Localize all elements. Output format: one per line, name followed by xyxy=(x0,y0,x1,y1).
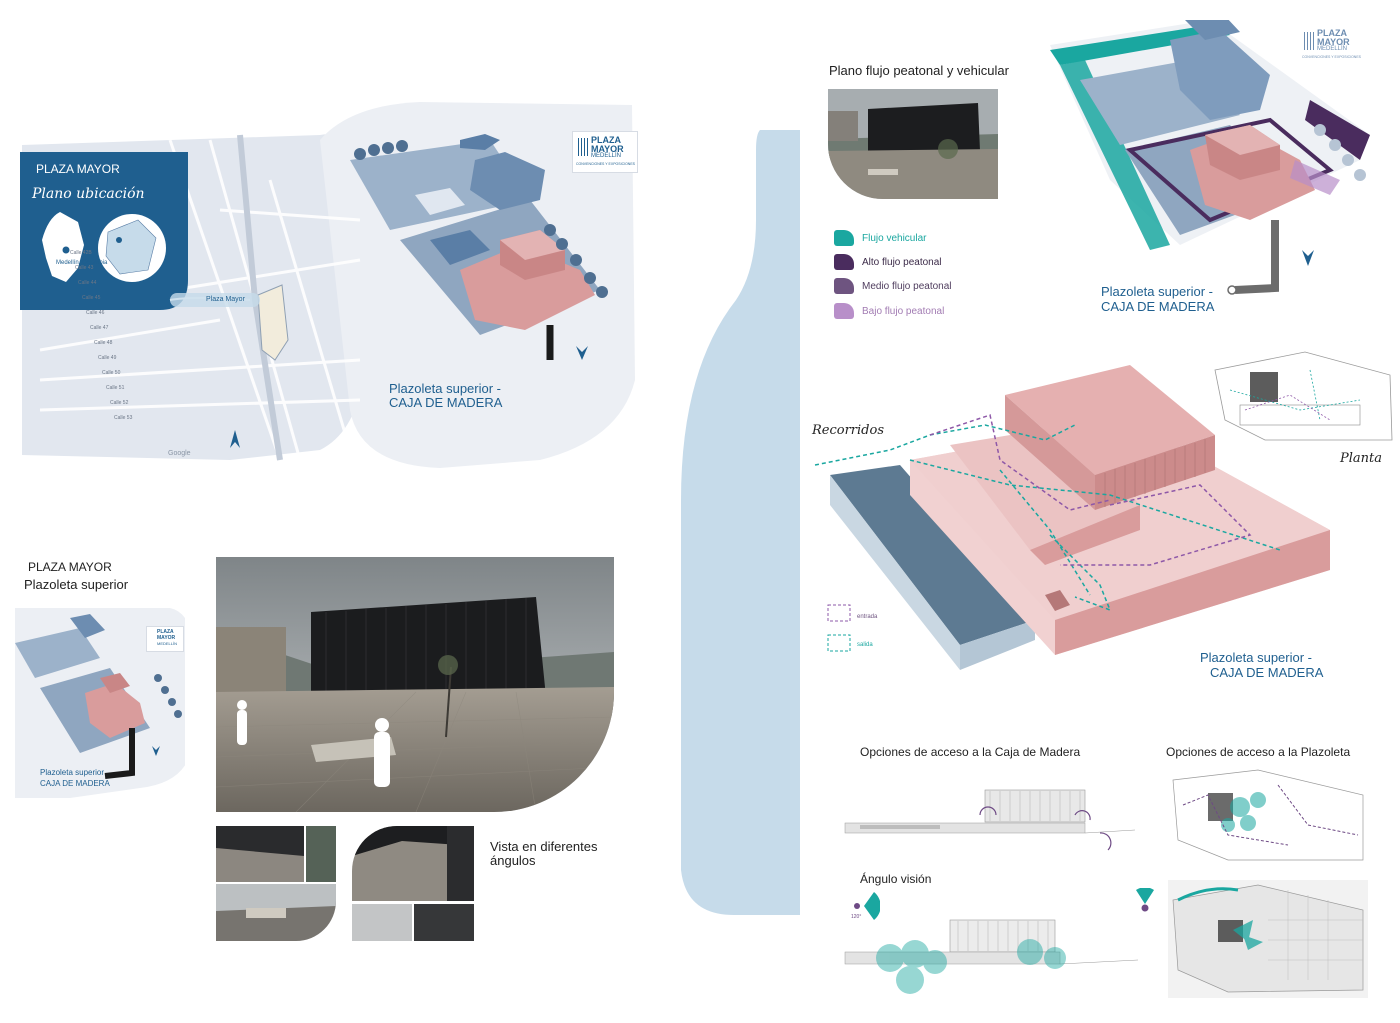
plan-label: Planta xyxy=(1340,451,1383,466)
iso-callout-line1: Plazoleta superior - xyxy=(1200,650,1312,665)
google-attribution: Google xyxy=(168,450,191,457)
logo-lines-icon xyxy=(578,138,588,156)
vision-angle-icon-right xyxy=(1136,888,1154,912)
flow-callout-line1: Plazoleta superior - xyxy=(1101,284,1213,299)
legend-swatch-medium xyxy=(834,278,854,294)
plazoleta-title2: Plazoleta superior xyxy=(24,577,129,592)
access-plazoleta-title: Opciones de acceso a la Plazoleta xyxy=(1166,745,1351,759)
routes-legend-exit: salida xyxy=(857,642,873,648)
map-street-label: Calle 45 xyxy=(82,295,101,301)
caja-section-elevation xyxy=(844,789,1135,851)
legend-swatch-high xyxy=(834,254,854,270)
angle-photo-collage-1 xyxy=(216,826,336,941)
access-caja-title: Opciones de acceso a la Caja de Madera xyxy=(860,745,1081,759)
map-street-label: Calle 50 xyxy=(102,370,121,376)
plazoleta-access-plan xyxy=(1172,769,1364,861)
logo-plaza-mayor-small: PLAZA MAYOR MEDELLÍN xyxy=(146,626,184,652)
main-plaza-photo xyxy=(216,557,614,812)
logo-flow-line3: MEDELLÍN xyxy=(1317,46,1348,52)
map-street-label: Calle 52 xyxy=(110,400,129,406)
views-caption-line1: Vista en diferentes xyxy=(490,839,598,854)
main-callout-line1: Plazoleta superior - xyxy=(389,381,501,396)
logo-line1: PLAZA xyxy=(591,135,621,145)
map-street-label: Calle 47 xyxy=(90,325,109,331)
map-street-label: Calle 48 xyxy=(94,340,113,346)
map-street-label: Calle 49 xyxy=(98,355,117,361)
routes-legend-entry: entrada xyxy=(857,614,878,620)
angle-collage-2-art xyxy=(352,826,474,941)
angle-title: Ángulo visión xyxy=(860,872,932,886)
map-street-label: Calle 53 xyxy=(114,415,133,421)
angle-value: 120° xyxy=(851,914,862,920)
flow-photo-art xyxy=(828,89,998,199)
angle-section-elevation xyxy=(844,919,1139,994)
map-street-label: Calle 51 xyxy=(106,385,125,391)
map-street-label: Calle 46 xyxy=(86,310,105,316)
main-callout-line2: CAJA DE MADERA xyxy=(389,395,503,410)
isometric-site-model xyxy=(350,134,608,360)
angle-photo-collage-2 xyxy=(352,826,474,941)
main-plaza-photo-art xyxy=(216,557,614,812)
site-plan-drawing xyxy=(1214,351,1393,441)
location-subtitle: Plano ubicación xyxy=(32,186,145,202)
logo-tagline: CONVENCIONES Y EXPOSICIONES xyxy=(576,162,635,166)
views-caption-line2: ángulos xyxy=(490,853,536,868)
logo-flow-lines-icon xyxy=(1304,32,1314,50)
legend-label-high: Alto flujo peatonal xyxy=(862,257,942,268)
logo-small-line1: PLAZA xyxy=(157,629,174,635)
flow-site-model xyxy=(1050,20,1370,295)
plazoleta-title1: PLAZA MAYOR xyxy=(28,560,112,574)
bottle-divider-shape xyxy=(681,130,800,915)
logo-small-line3: MEDELLÍN xyxy=(157,641,178,646)
iso-callout-line2: CAJA DE MADERA xyxy=(1210,665,1324,680)
logo-flow-line1: PLAZA xyxy=(1317,28,1347,38)
map-street-label: Calle 42B xyxy=(70,250,92,256)
map-street-label: Calle 44 xyxy=(78,280,97,286)
flow-section-photo xyxy=(828,89,998,199)
small-site-model xyxy=(15,608,185,798)
logo-flow-line2: MAYOR xyxy=(1317,37,1350,47)
logo-plaza-mayor: PLAZA MAYOR MEDELLÍN CONVENCIONES Y EXPO… xyxy=(572,131,638,173)
small-callout-line2: CAJA DE MADERA xyxy=(40,779,110,788)
logo-flow-tagline: CONVENCIONES Y EXPOSICIONES xyxy=(1302,55,1361,59)
legend-swatch-low xyxy=(834,303,854,319)
legend-label-vehicular: Flujo vehicular xyxy=(862,233,927,244)
small-callout-line1: Plazoleta superior xyxy=(40,768,105,777)
logo-line3: MEDELLÍN xyxy=(591,153,622,159)
angle-collage-1-art xyxy=(216,826,336,941)
flow-section-title: Plano flujo peatonal y vehicular xyxy=(829,63,1009,78)
logo-line2: MAYOR xyxy=(591,144,624,154)
vision-plan-aerial xyxy=(1168,880,1368,998)
legend-label-medium: Medio flujo peatonal xyxy=(862,281,952,292)
logo-small-line2: MAYOR xyxy=(157,635,176,641)
legend-label-low: Bajo flujo peatonal xyxy=(862,306,945,317)
flow-legend: Flujo vehicular Alto flujo peatonal Medi… xyxy=(834,228,974,328)
location-title: PLAZA MAYOR xyxy=(36,162,120,176)
city-label: Medellín, Colombia xyxy=(56,260,108,266)
vision-angle-icon xyxy=(854,892,880,920)
map-marker-label: Plaza Mayor xyxy=(206,296,245,303)
legend-swatch-vehicular xyxy=(834,230,854,246)
routes-title: Recorridos xyxy=(812,423,884,438)
routes-isometric-model xyxy=(814,365,1330,670)
logo-plaza-mayor-flow: PLAZA MAYOR MEDELLÍN CONVENCIONES Y EXPO… xyxy=(1300,28,1364,64)
flow-callout-line2: CAJA DE MADERA xyxy=(1101,299,1215,314)
map-street-label: Calle 43 xyxy=(75,265,94,271)
